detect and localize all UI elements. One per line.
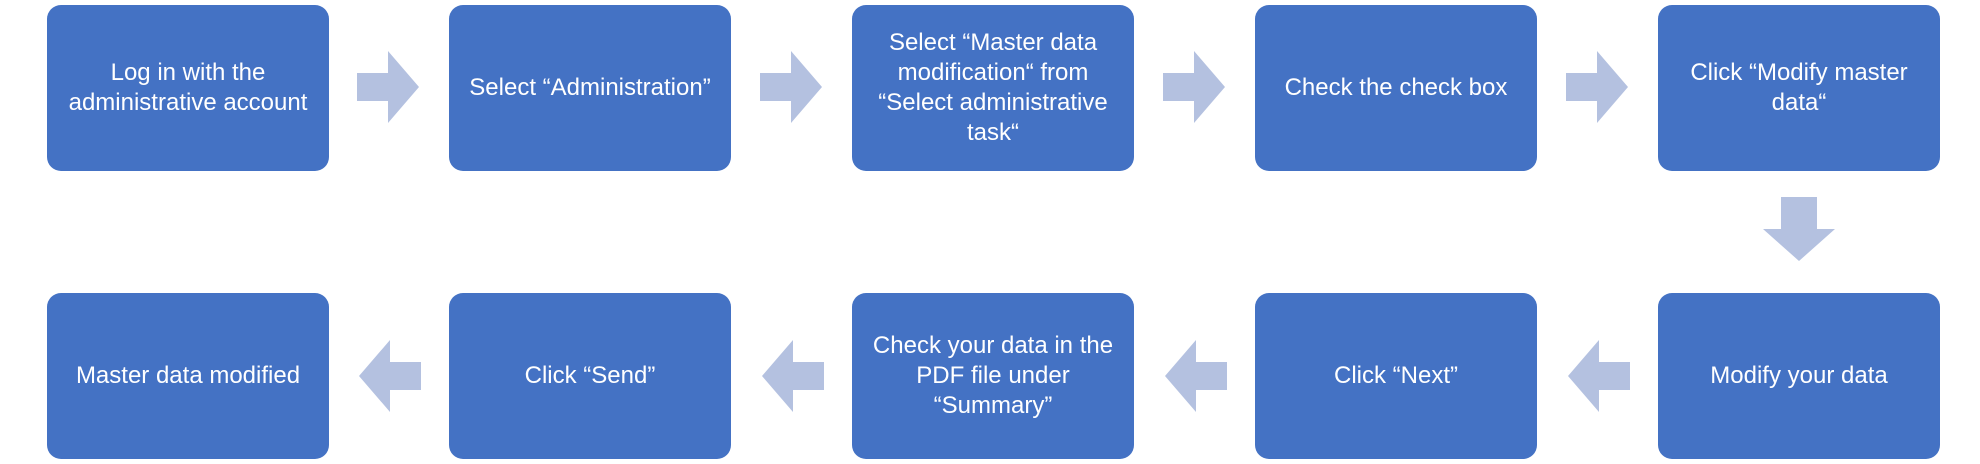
- arrow-left-icon: [359, 340, 421, 412]
- step-label: Click “Send”: [524, 362, 656, 389]
- arrow-left-icon: [1165, 340, 1227, 412]
- arrow-left-icon: [1568, 340, 1630, 412]
- step-label: Check the check box: [1284, 74, 1508, 101]
- step-label: Click “Modify master data“: [1690, 59, 1908, 116]
- arrow-down-icon: [1763, 197, 1835, 261]
- step-click-modify-master-data: Click “Modify master data“: [1658, 5, 1940, 171]
- step-label: Check your data in the PDF file under “S…: [872, 332, 1114, 419]
- step-modify-your-data: Modify your data: [1658, 293, 1940, 459]
- arrow-left-icon: [762, 340, 824, 412]
- arrow-right-icon: [760, 51, 822, 123]
- step-check-pdf-summary: Check your data in the PDF file under “S…: [852, 293, 1134, 459]
- step-check-checkbox: Check the check box: [1255, 5, 1537, 171]
- step-label: Modify your data: [1710, 362, 1888, 389]
- step-click-send: Click “Send”: [449, 293, 731, 459]
- step-log-in: Log in with the administrative account: [47, 5, 329, 171]
- step-label: Select “Master data modification“ from “…: [878, 29, 1108, 146]
- arrow-right-icon: [1163, 51, 1225, 123]
- step-label: Click “Next”: [1334, 362, 1458, 389]
- step-select-master-data-modification: Select “Master data modification“ from “…: [852, 5, 1134, 171]
- step-click-next: Click “Next”: [1255, 293, 1537, 459]
- step-label: Select “Administration”: [469, 74, 711, 101]
- step-label: Master data modified: [75, 362, 301, 389]
- step-select-administration: Select “Administration”: [449, 5, 731, 171]
- step-master-data-modified: Master data modified: [47, 293, 329, 459]
- arrow-right-icon: [357, 51, 419, 123]
- arrow-right-icon: [1566, 51, 1628, 123]
- step-label: Log in with the administrative account: [68, 59, 308, 116]
